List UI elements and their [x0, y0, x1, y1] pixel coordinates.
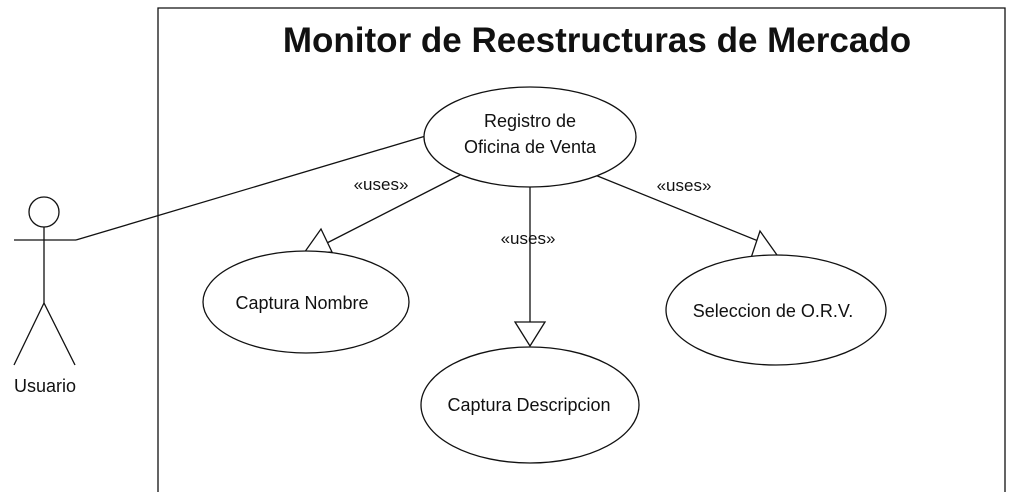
uses-line-right: [594, 174, 769, 246]
actor-right-leg: [43, 302, 76, 366]
association-line: [75, 134, 430, 241]
use-case-captura-descripcion-label: Captura Descripcion: [447, 395, 610, 415]
use-case-captura-nombre: [202, 250, 410, 354]
uses-arrowhead-right: [750, 229, 779, 259]
uses-arrowhead-left: [302, 227, 334, 254]
use-case-captura-descripcion: [420, 346, 640, 464]
actor-head: [28, 196, 60, 228]
system-title: Monitor de Reestructuras de Mercado: [283, 21, 911, 60]
system-boundary: [157, 7, 1006, 492]
use-case-seleccion-orv: [665, 254, 887, 366]
uses-stereotype-center: «uses»: [501, 229, 556, 248]
uses-line-left: [322, 173, 463, 246]
use-case-registro-label-line2: Oficina de Venta: [464, 137, 597, 157]
uses-arrowhead-center: [513, 321, 547, 348]
uses-stereotype-right: «uses»: [657, 176, 712, 195]
actor-usuario: [13, 196, 76, 366]
use-case-registro-label-line1: Registro de: [484, 111, 576, 131]
actor-left-leg: [13, 302, 45, 366]
use-case-registro: [423, 86, 637, 188]
use-case-captura-nombre-label: Captura Nombre: [235, 293, 368, 313]
use-case-seleccion-orv-label: Seleccion de O.R.V.: [693, 301, 853, 321]
actor-label: Usuario: [14, 376, 76, 396]
uses-stereotype-left: «uses»: [354, 175, 409, 194]
